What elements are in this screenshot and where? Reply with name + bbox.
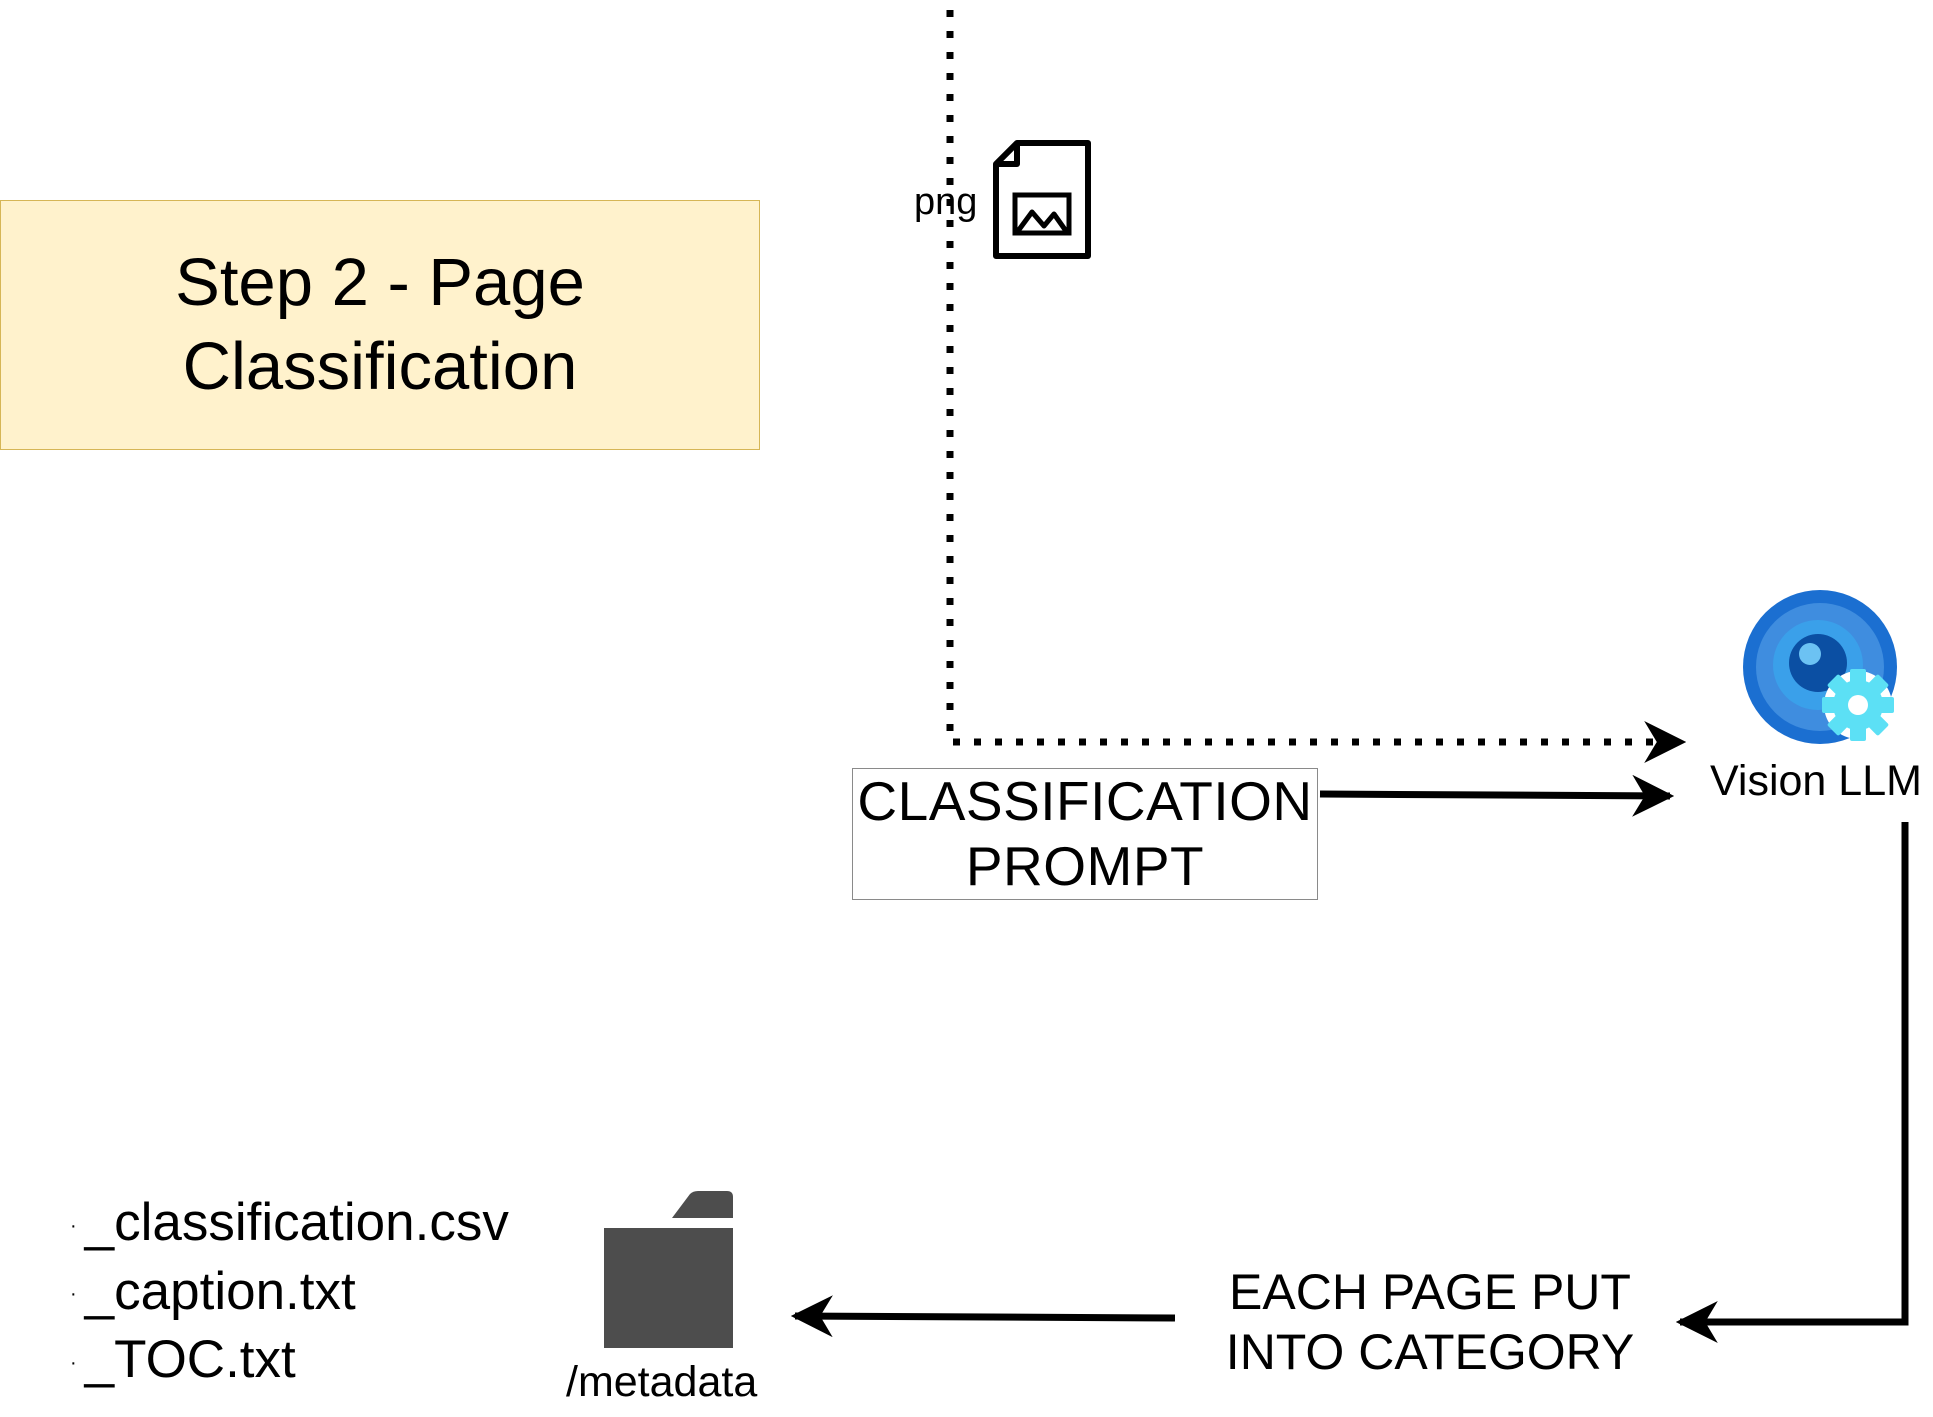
step-title: Step 2 - Page Classification <box>175 245 585 404</box>
list-bullet: · <box>70 1283 77 1305</box>
classification-prompt-box: CLASSIFICATION PROMPT <box>852 768 1318 900</box>
png-label: png <box>914 181 978 223</box>
output-file-caption: · _caption.txt <box>70 1259 509 1328</box>
metadata-folder-label: /metadata <box>566 1358 758 1406</box>
connector-vision-llm-to-category <box>1675 822 1909 1343</box>
classification-prompt-label: CLASSIFICATION PROMPT <box>857 770 1313 897</box>
output-file-name: _TOC.txt <box>84 1330 296 1389</box>
image-file-icon <box>993 140 1091 259</box>
folder-icon <box>604 1191 733 1348</box>
connector-png-to-vision-llm <box>946 10 1687 763</box>
list-bullet: · <box>70 1351 77 1374</box>
output-file-name: _caption.txt <box>84 1261 356 1321</box>
vision-llm-icon <box>1743 590 1897 744</box>
output-file-classification: · _classification.csv <box>70 1190 509 1259</box>
output-file-list: · _classification.csv · _caption.txt · _TOC… <box>70 1190 509 1396</box>
vision-llm-label: Vision LLM <box>1710 757 1922 805</box>
connector-prompt-to-vision-llm <box>1319 774 1675 817</box>
list-bullet: · <box>70 1214 77 1237</box>
output-file-name: _classification.csv <box>84 1193 509 1252</box>
step-title-box: Step 2 - Page Classification <box>0 200 760 450</box>
output-file-toc: · _TOC.txt <box>70 1327 509 1396</box>
category-step-label: EACH PAGE PUT INTO CATEGORY <box>1225 1264 1635 1380</box>
connector-category-to-metadata <box>790 1295 1176 1338</box>
